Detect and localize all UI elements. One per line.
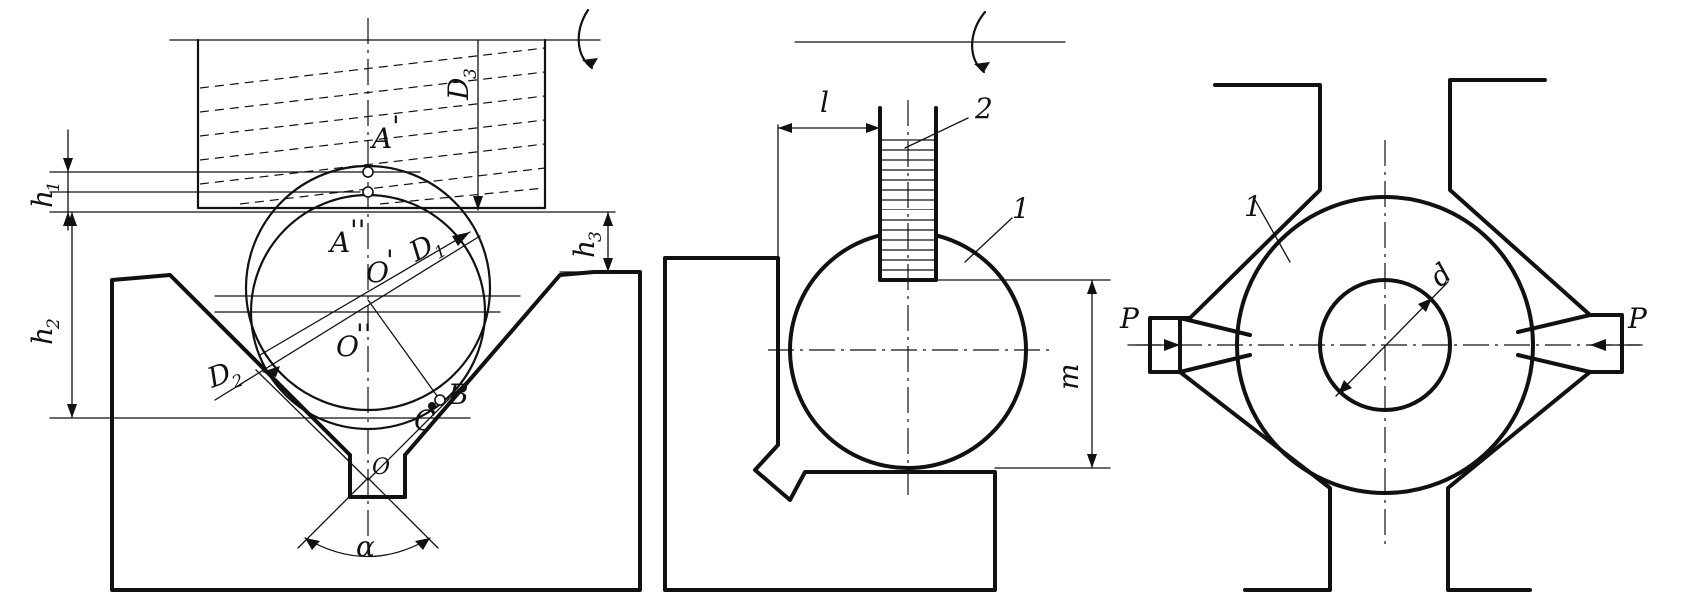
dim-m-arrow-bottom (1087, 454, 1097, 468)
alpha-arrow-left (305, 538, 320, 550)
clamp-lower-left (1178, 370, 1332, 592)
dim-d-arrow-low (1338, 380, 1352, 394)
label-h1-sub: 1 (44, 181, 64, 192)
alpha-arrow-right (415, 538, 430, 550)
alpha-ray-left (297, 477, 369, 549)
label-l: l (820, 86, 829, 119)
figure-middle: l 2 1 m (663, 10, 1111, 592)
alpha-ray-right (367, 477, 439, 549)
dim-h2-arrow-bottom (67, 404, 77, 418)
wheel-outline (196, 38, 547, 210)
clamp-upper-right (1448, 78, 1592, 317)
figure-right: 1 d P P (1119, 78, 1648, 592)
label-h3-group: h 3 (568, 231, 606, 258)
label-h3-sub: 3 (586, 231, 606, 242)
label-o: O (372, 455, 390, 480)
dim-h3-arrow-bottom (603, 258, 613, 272)
point-b (434, 394, 446, 406)
rotation-arrowhead-middle (974, 62, 990, 72)
p-right-arrow (1590, 339, 1606, 351)
label-h3: h (568, 240, 601, 258)
wheel-hatching (199, 47, 546, 205)
clamp-lower-right (1446, 370, 1592, 592)
label-part-1-middle: 1 (1012, 192, 1030, 225)
dim-l-arrow-left (778, 123, 792, 133)
label-d3-group: D 3 (442, 68, 481, 101)
label-b: B (447, 378, 469, 411)
dim-h3-arrow-top (603, 212, 613, 226)
label-h1: h (26, 190, 59, 208)
point-a2 (362, 186, 374, 198)
diameter-d1-line (259, 231, 471, 356)
label-a1: A (369, 122, 392, 155)
leader-part-2 (904, 117, 969, 149)
d1-arrowhead (452, 232, 470, 246)
label-m: m (1052, 363, 1085, 390)
label-h1-group: h 1 (26, 181, 64, 208)
v-block-slot (348, 453, 407, 499)
label-p-right: P (1627, 302, 1648, 335)
label-c: C (414, 404, 435, 437)
label-h2-sub: 2 (44, 318, 64, 330)
label-d-group: d (1423, 257, 1458, 294)
point-a1 (362, 166, 374, 178)
rotation-arrowhead-left (582, 58, 598, 68)
radius-oc (367, 299, 441, 401)
jaw-right-taper (1516, 313, 1592, 374)
dim-m-arrow-top (1087, 280, 1097, 294)
v-line-left-extension (255, 369, 369, 481)
dim-d3-arrow (473, 196, 483, 210)
diameter-d2-line (214, 235, 481, 401)
label-a2-mark: '' (350, 214, 365, 247)
leader-part-1-middle (964, 217, 1013, 263)
label-h2-group: h 2 (26, 318, 64, 345)
jaw-right (1588, 313, 1624, 374)
v-block-outline (110, 270, 642, 592)
label-o2: O (336, 330, 359, 363)
p-left-arrow (1164, 339, 1180, 351)
label-m-group: m (1052, 363, 1085, 390)
label-o1-mark: ' (386, 244, 394, 277)
label-d3: D (442, 78, 475, 101)
label-d2-group: D 2 (202, 356, 246, 395)
label-h2: h (26, 327, 59, 345)
label-a2: A (327, 226, 350, 259)
point-c (428, 402, 436, 410)
label-o2-mark: '' (356, 318, 371, 351)
leader-part-1-right (1254, 199, 1291, 263)
label-d: d (1423, 257, 1458, 294)
d2-arrowhead (262, 366, 280, 377)
label-p-left: P (1119, 302, 1140, 335)
label-part-2: 2 (974, 92, 993, 125)
dim-l-arrow-right (866, 123, 880, 133)
label-a1-mark: ' (392, 110, 400, 143)
dim-h2-arrow-top (67, 212, 77, 226)
label-o1: O (366, 256, 389, 289)
dim-h1-arrow-top (63, 158, 73, 172)
middle-support-outline (663, 256, 997, 592)
label-part-1-right: 1 (1244, 190, 1262, 223)
dim-d-arrow-high (1418, 298, 1432, 312)
v-line-right-extension (367, 369, 479, 481)
figure-left: A ' A '' O ' O '' O B C α D 1 D 2 D 3 h … (26, 8, 642, 592)
label-alpha: α (356, 530, 375, 563)
alpha-arc (304, 537, 431, 558)
label-d3-sub: 3 (461, 68, 481, 79)
